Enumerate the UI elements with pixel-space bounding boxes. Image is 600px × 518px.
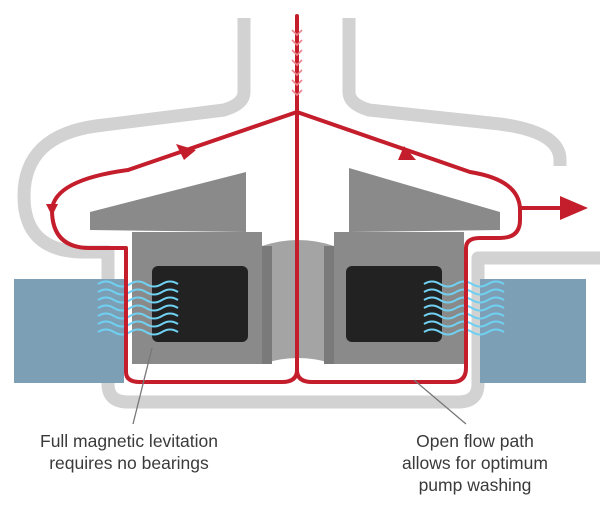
flow-arrowhead-right (398, 146, 416, 160)
rotor-magnet-right (346, 266, 442, 342)
flow-left-loop (50, 208, 299, 384)
magnetic-field-waves-left (97, 280, 179, 336)
stator-left (14, 279, 124, 383)
impeller-center-shade (262, 246, 272, 364)
inlet-flow-chevrons (291, 29, 303, 97)
flow-arrowhead-down-left (46, 204, 58, 216)
annotation-line: pump washing (418, 475, 532, 495)
pump-housing-outline (17, 18, 600, 409)
leader-line-left (132, 347, 153, 425)
impeller-center-shade-right (324, 246, 334, 364)
annotation-line: requires no bearings (49, 453, 209, 473)
flow-upper-left (50, 110, 299, 212)
annotation-open-flow-path: Open flow path allows for optimum pump w… (360, 430, 590, 496)
flow-outlet-arrow (560, 196, 588, 220)
pump-housing-outline-right (342, 18, 567, 167)
flow-upper-right (295, 110, 522, 212)
annotation-line: allows for optimum (402, 453, 548, 473)
annotation-line: Open flow path (416, 431, 534, 451)
annotation-line: Full magnetic levitation (40, 431, 218, 451)
flow-arrowhead-left (176, 144, 196, 160)
annotation-magnetic-levitation: Full magnetic levitation requires no bea… (14, 430, 244, 474)
impeller-left-blade (90, 172, 246, 232)
impeller-right-blade (349, 168, 500, 232)
leader-line-right (413, 379, 467, 425)
stator-right (480, 279, 586, 383)
flow-right-loop (295, 206, 564, 384)
